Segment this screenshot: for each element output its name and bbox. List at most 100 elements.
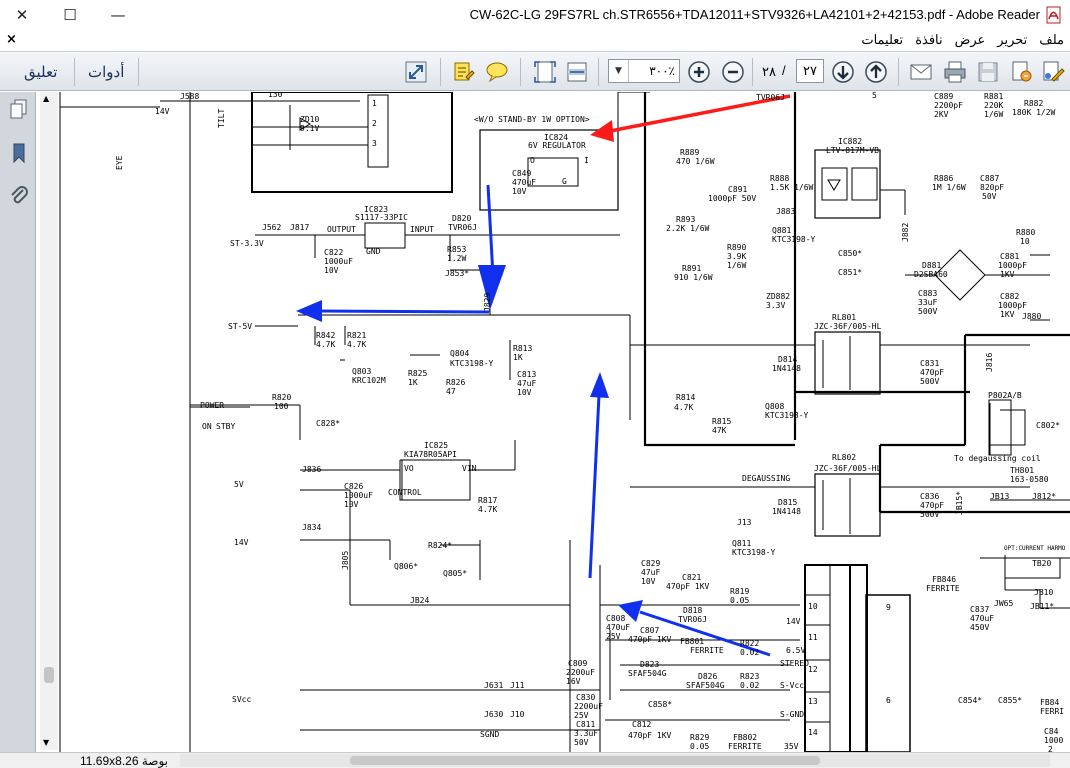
label-c889: C889 [934, 92, 953, 101]
label-c831-value: 470pF [920, 368, 944, 377]
label-s1117: S1117-33PIC [355, 213, 408, 222]
menu-window[interactable]: نافذة [915, 32, 943, 47]
document-viewport[interactable]: 14V J588 130 ZD10 9.1V TILT EYE 1 2 3 <W… [37, 92, 1070, 752]
chevron-down-icon[interactable]: ▼ [609, 60, 629, 82]
label-eye: EYE [115, 155, 124, 170]
label-c889-value: 2200pF [934, 101, 963, 110]
label-r823-value: 0.02 [740, 681, 759, 690]
label-r882-value: 180K 1/2W [1012, 108, 1056, 117]
label-c821: C821 [682, 573, 701, 582]
label-stereo: STEREO [780, 659, 809, 668]
fit-page-icon[interactable] [532, 59, 558, 85]
label-tvr06j: TVR06J [448, 223, 477, 232]
fit-width-icon[interactable] [564, 59, 590, 85]
label-j836: J836 [302, 465, 321, 474]
label-c887-voltage: 50V [982, 192, 997, 201]
label-6v5: 6.5V [786, 646, 805, 655]
menu-help[interactable]: تعليمات [861, 32, 904, 47]
label-rl801: RL801 [832, 313, 856, 322]
scroll-up-icon[interactable]: ▲ [43, 94, 50, 103]
title-bar: ✕ ☐ — CW-62C-LG 29FS7RL ch.STR6556+TDA12… [0, 0, 1070, 30]
label-c821-value: 470pF 1KV [666, 582, 710, 591]
vertical-scroll-thumb[interactable] [44, 667, 54, 683]
label-r821-value: 4.7K [347, 340, 366, 349]
label-c808-voltage: 25V [606, 632, 621, 641]
label-j588: J588 [180, 92, 199, 101]
tools-pane-button[interactable]: أدوات [88, 64, 125, 81]
zoom-in-icon[interactable] [686, 59, 712, 85]
email-icon[interactable] [908, 59, 934, 85]
scroll-down-icon[interactable]: ▼ [43, 738, 50, 747]
label-j562: J562 [262, 223, 281, 232]
label-d826: D826 [698, 672, 717, 681]
page-thumbnails-icon[interactable] [8, 98, 30, 120]
toolbar-separator [898, 58, 899, 86]
label-ic824: IC824 [544, 133, 568, 142]
vertical-scrollbar[interactable]: ▲ ▼ [40, 92, 58, 750]
label-control: CONTROL [388, 488, 422, 497]
label-c807-value: 470pF 1KV [628, 635, 672, 644]
bookmarks-icon[interactable] [8, 142, 30, 164]
label-r880-value: 10 [1020, 237, 1030, 246]
label-c855: C855* [998, 696, 1022, 705]
label-d815: D815 [778, 498, 797, 507]
save-icon[interactable] [975, 59, 1001, 85]
zoom-select[interactable]: ▼ ٣٠٠٪ [608, 59, 680, 83]
label-c837: C837 [970, 605, 989, 614]
label-c837-voltage: 450V [970, 623, 989, 632]
label-c829-value: 47uF [641, 568, 660, 577]
label-c891: C891 [728, 185, 747, 194]
horizontal-scroll-thumb[interactable] [350, 756, 820, 765]
label-q808-part: KTC3198-Y [765, 411, 809, 420]
page-number-input[interactable]: ٢٧ [796, 59, 824, 83]
horizontal-scrollbar[interactable] [180, 754, 1050, 767]
previous-page-icon[interactable] [863, 59, 889, 85]
label-fb801-type: FERRITE [690, 646, 724, 655]
label-r829-value: 0.05 [690, 742, 709, 751]
attachments-icon[interactable] [8, 184, 30, 206]
total-pages: ٢٨ [762, 64, 776, 79]
pin-1: 1 [372, 99, 377, 108]
label-d2sba60: D2SBA60 [914, 270, 948, 279]
label-r891-value: 910 1/6W [674, 273, 713, 282]
label-fb846-type: FERRITE [926, 584, 960, 593]
label-degaussing-coil: To degaussing coil [954, 454, 1041, 463]
menu-edit[interactable]: تحرير [997, 32, 1028, 47]
menu-file[interactable]: ملف [1039, 32, 1064, 47]
sticky-note-icon[interactable] [484, 59, 510, 85]
comment-pane-button[interactable]: تعليق [24, 64, 58, 81]
sign-document-icon[interactable] [1040, 59, 1066, 85]
minimize-button[interactable]: — [110, 6, 126, 24]
highlight-text-icon[interactable] [450, 59, 476, 85]
conn-pin-10: 10 [808, 602, 818, 611]
label-c808-value: 470uF [606, 623, 630, 632]
pin-5: 5 [872, 92, 877, 100]
label-c849-voltage: 10V [512, 187, 527, 196]
conn-pin-13: 13 [808, 697, 818, 706]
print-icon[interactable] [942, 59, 968, 85]
label-krc102m: KRC102M [352, 376, 386, 385]
label-j817: J817 [290, 223, 309, 232]
label-r881-value: 220K [984, 101, 1003, 110]
close-document-button[interactable]: × [6, 32, 17, 47]
label-jb10: JB10 [1034, 588, 1053, 597]
label-6v-regulator: 6V REGULATOR [528, 141, 586, 150]
secure-document-icon[interactable] [1008, 59, 1034, 85]
next-page-icon[interactable] [830, 59, 856, 85]
label-d814-part: 1N4148 [772, 364, 801, 373]
label-r817: R817 [478, 496, 497, 505]
label-kia78r05: KIA78R05API [404, 450, 457, 459]
label-sgnd: SGND [480, 730, 499, 739]
label-vo: VO [404, 464, 414, 473]
zoom-out-icon[interactable] [720, 59, 746, 85]
maximize-button[interactable]: ☐ [63, 6, 77, 24]
menu-view[interactable]: عرض [954, 32, 986, 47]
label-on: ON [202, 422, 212, 431]
label-th801: TH801 [1010, 466, 1034, 475]
label-opt: OPT:CURRENT HARMO [1004, 545, 1066, 552]
close-window-button[interactable]: ✕ [15, 6, 29, 24]
label-c809-value: 2200uF [566, 668, 595, 677]
window-title: CW-62C-LG 29FS7RL ch.STR6556+TDA12011+ST… [469, 7, 1040, 22]
fullscreen-icon[interactable] [403, 59, 429, 85]
label-c882-value: 1000pF [998, 301, 1027, 310]
